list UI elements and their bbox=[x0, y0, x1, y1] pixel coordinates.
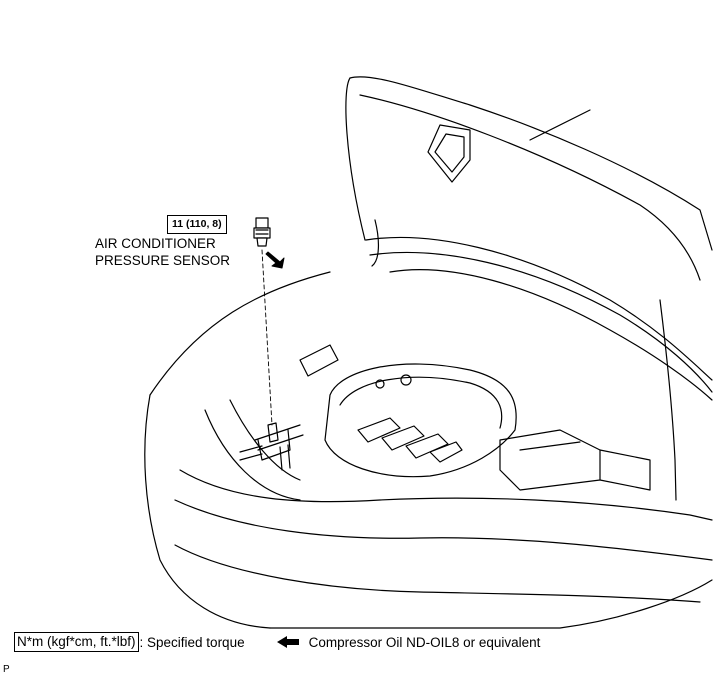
part-label-line-1: AIR CONDITIONER bbox=[95, 236, 216, 251]
hood-prop-rod bbox=[659, 299, 677, 501]
torque-callout: 11 (110, 8) bbox=[167, 215, 227, 234]
engine-cover bbox=[299, 344, 651, 491]
legend-oil-arrow-icon bbox=[276, 636, 299, 648]
compressor-oil-arrow-icon bbox=[265, 251, 285, 269]
open-hood bbox=[345, 76, 713, 401]
ac-pipe bbox=[239, 422, 304, 471]
page-code: P bbox=[3, 664, 10, 675]
legend-torque-desc: : Specified torque bbox=[139, 634, 245, 650]
part-label-line-2: PRESSURE SENSOR bbox=[95, 253, 231, 268]
install-guide-line bbox=[261, 249, 273, 426]
car-body-outline bbox=[144, 271, 713, 629]
part-label: AIR CONDITIONER PRESSURE SENSOR bbox=[95, 235, 230, 269]
legend-torque-unit: N*m (kgf*cm, ft.*lbf) bbox=[14, 632, 139, 652]
pressure-sensor-icon bbox=[253, 217, 271, 247]
legend-oil-desc: Compressor Oil ND-OIL8 or equivalent bbox=[308, 634, 541, 650]
legend: N*m (kgf*cm, ft.*lbf) : Specified torque… bbox=[14, 632, 540, 652]
